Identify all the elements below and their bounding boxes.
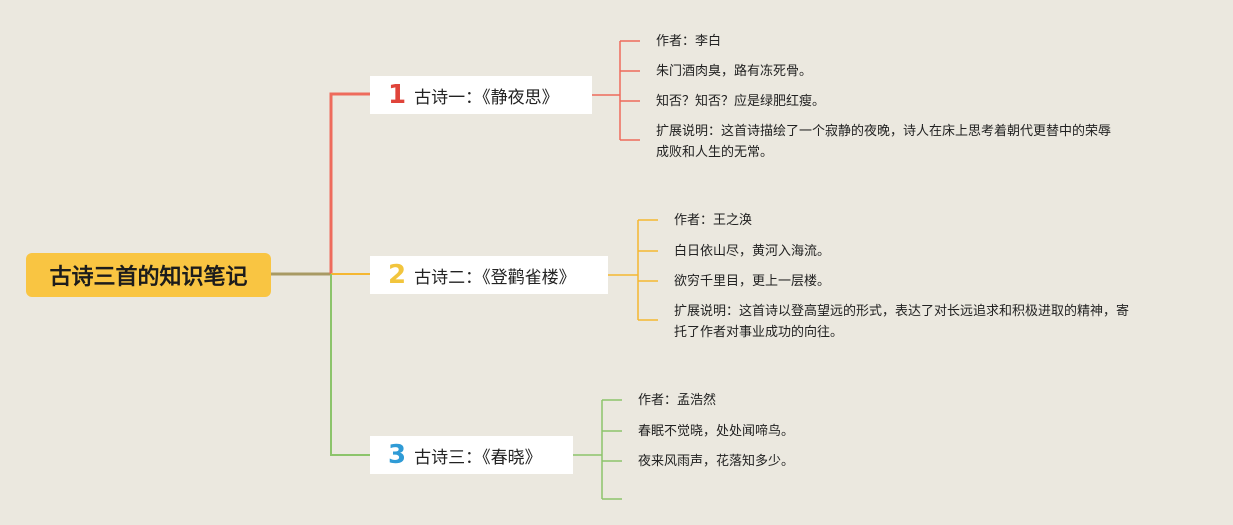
leaf-line: 作者：王之涣 xyxy=(674,213,753,228)
leaf-1-1[interactable]: 作者：李白 xyxy=(656,31,721,52)
leaf-line: 扩展说明：这首诗描绘了一个寂静的夜晚，诗人在床上思考着朝代更替中的荣辱 xyxy=(656,124,1112,139)
leaf-2-4[interactable]: 扩展说明：这首诗以登高望远的形式，表达了对长远追求和积极进取的精神，寄 托了作者… xyxy=(674,301,1129,343)
branch-number-3: 3 xyxy=(388,440,407,470)
leaf-line: 作者：李白 xyxy=(656,34,722,49)
leaf-line: 欲穷千里目，更上一层楼。 xyxy=(674,274,831,289)
leaf-line: 白日依山尽，黄河入海流。 xyxy=(674,244,831,259)
leaf-line: 扩展说明：这首诗以登高望远的形式，表达了对长远追求和积极进取的精神，寄 xyxy=(674,304,1130,319)
branch-node-1[interactable]: 1 古诗一：《静夜思》 xyxy=(370,76,592,114)
root-title: 古诗三首的知识笔记 xyxy=(49,265,248,290)
branch-number-1: 1 xyxy=(388,80,407,110)
root-node[interactable]: 古诗三首的知识笔记 xyxy=(26,253,271,297)
branch-connector-1 xyxy=(329,92,370,274)
leaf-line: 知否？知否？应是绿肥红瘦。 xyxy=(656,94,826,109)
leaf-3-3[interactable]: 夜来风雨声，花落知多少。 xyxy=(638,451,794,472)
leaf-line: 成败和人生的无常。 xyxy=(656,145,774,160)
branch-title-2: 古诗二：《登鹳雀楼》 xyxy=(414,267,576,288)
branch-title-1: 古诗一：《静夜思》 xyxy=(414,87,559,108)
leaf-line: 春眠不觉晓，处处闻啼鸟。 xyxy=(638,424,795,439)
branch-node-3[interactable]: 3 古诗三：《春晓》 xyxy=(370,436,573,474)
leaf-2-1[interactable]: 作者：王之涣 xyxy=(674,210,752,231)
leaf-1-4[interactable]: 扩展说明：这首诗描绘了一个寂静的夜晚，诗人在床上思考着朝代更替中的荣辱 成败和人… xyxy=(656,121,1111,163)
branch-title-3: 古诗三：《春晓》 xyxy=(414,447,542,468)
leaf-3-2[interactable]: 春眠不觉晓，处处闻啼鸟。 xyxy=(638,421,794,442)
branch-node-2[interactable]: 2 古诗二：《登鹳雀楼》 xyxy=(370,256,608,294)
leaf-1-2[interactable]: 朱门酒肉臭，路有冻死骨。 xyxy=(656,61,812,82)
leaf-3-1[interactable]: 作者：孟浩然 xyxy=(638,390,716,411)
leaf-1-3[interactable]: 知否？知否？应是绿肥红瘦。 xyxy=(656,91,825,112)
leaf-line: 托了作者对事业成功的向往。 xyxy=(674,325,844,340)
branch-connector-3 xyxy=(330,274,370,456)
branch-number-2: 2 xyxy=(388,260,407,290)
leaf-2-2[interactable]: 白日依山尽，黄河入海流。 xyxy=(674,241,830,262)
leaf-line: 朱门酒肉臭，路有冻死骨。 xyxy=(656,64,813,79)
leaf-line: 夜来风雨声，花落知多少。 xyxy=(638,454,795,469)
leaf-line: 作者：孟浩然 xyxy=(638,393,717,408)
leaf-2-3[interactable]: 欲穷千里目，更上一层楼。 xyxy=(674,271,830,292)
